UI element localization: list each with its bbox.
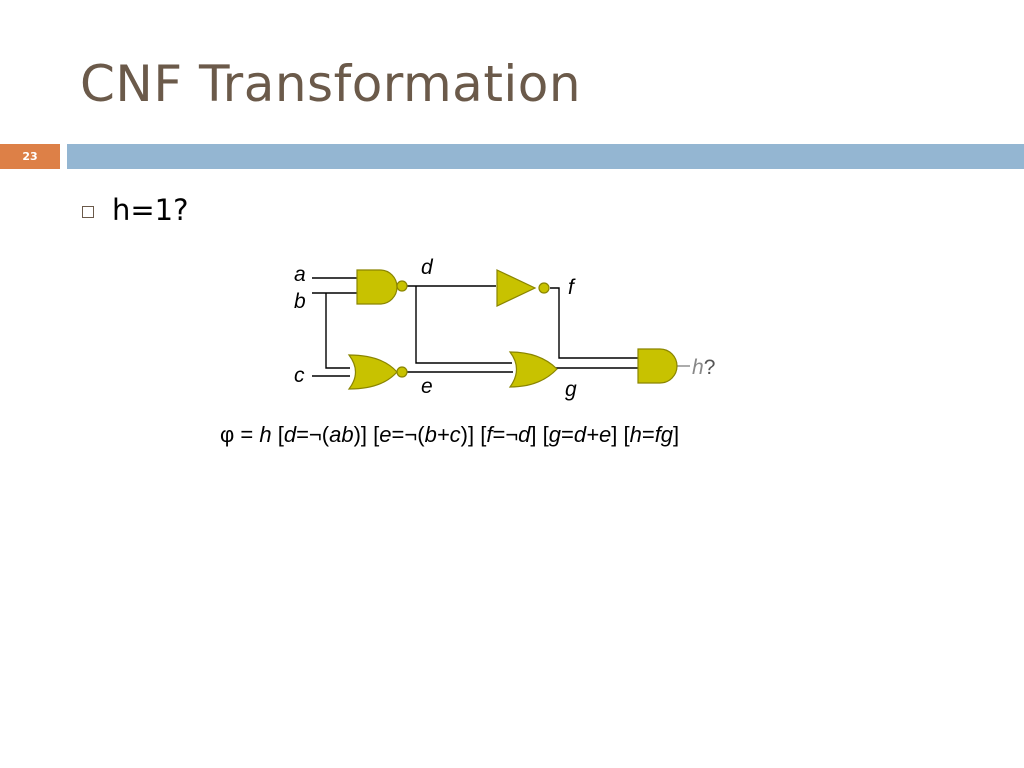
cnf-formula: φ = h [d=¬(ab)] [e=¬(b+c)] [f=¬d] [g=d+e… [220, 422, 679, 448]
clause-d-close: )] [353, 422, 368, 447]
label-c: c [294, 364, 305, 387]
clause-f-rhs: d [518, 422, 531, 447]
formula-phi: φ [220, 422, 235, 447]
label-e: e [421, 375, 433, 398]
bullet-text: h=1? [112, 193, 189, 227]
clause-g-op: = [561, 422, 574, 447]
clause-e-op: =¬( [391, 422, 425, 447]
clause-e-rhs: b+c [424, 422, 461, 447]
label-g: g [565, 378, 577, 401]
nand-gate [356, 269, 408, 305]
label-h-suffix: ? [704, 356, 716, 379]
label-a: a [294, 263, 306, 286]
nor-gate [347, 354, 408, 390]
clause-d-open: [ [271, 422, 284, 447]
clause-d-lhs: d [283, 422, 297, 447]
clause-h-open: [ [617, 422, 630, 447]
formula-h: h [259, 422, 272, 447]
and-gate [637, 348, 678, 384]
logic-circuit-diagram: a b c d e f g h? [294, 256, 715, 401]
wire-d-branch [415, 286, 512, 364]
clause-g-rhs: d+e [573, 422, 612, 447]
header-bar [67, 144, 1024, 169]
label-h-var: h [692, 356, 704, 379]
clause-f-op: =¬ [492, 422, 519, 447]
clause-f-open: [ [474, 422, 487, 447]
clause-d-rhs: ab [329, 422, 354, 447]
clause-h-close: ] [673, 422, 680, 447]
label-b: b [294, 290, 306, 313]
clause-g-lhs: g [548, 422, 562, 447]
clause-e-lhs: e [379, 422, 392, 447]
clause-d-op: =¬( [296, 422, 330, 447]
clause-h-rhs: fg [654, 422, 674, 447]
clause-g-open: [ [536, 422, 549, 447]
clause-e-close: )] [460, 422, 475, 447]
not-gate [496, 269, 550, 307]
clause-g-close: ] [611, 422, 618, 447]
slide-title: CNF Transformation [80, 55, 582, 113]
square-bullet-icon [82, 206, 94, 218]
label-h: h? [692, 356, 715, 379]
or-gate [508, 351, 558, 388]
label-f: f [568, 276, 576, 299]
clause-e-open: [ [367, 422, 380, 447]
clause-f-lhs: f [486, 422, 493, 447]
clause-f-close: ] [530, 422, 537, 447]
clause-h-op: = [641, 422, 655, 447]
wire-b-branch [325, 293, 350, 369]
wire-f [550, 287, 638, 359]
bullet-item: h=1? [82, 190, 189, 230]
formula-eq: = [234, 422, 260, 447]
clause-h-lhs: h [629, 422, 642, 447]
slide-number: 23 [0, 144, 60, 169]
label-d: d [421, 256, 434, 279]
